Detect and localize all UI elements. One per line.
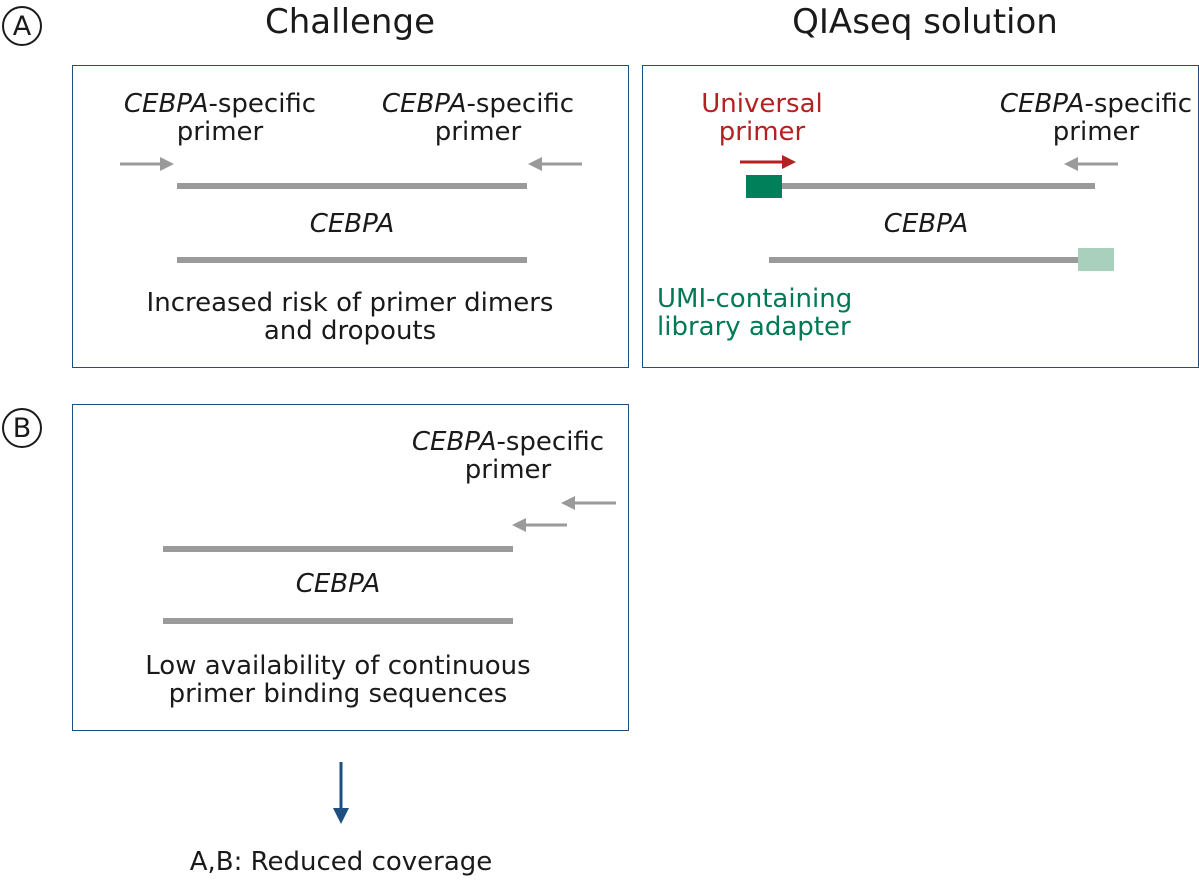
- panel-b-strand-top: [163, 546, 513, 552]
- forward-primer-arrow: [120, 157, 174, 171]
- solution-strand-top: [782, 183, 1095, 189]
- panel-a-label: A: [2, 6, 42, 46]
- solution-strand-bottom: [769, 257, 1078, 263]
- right-primer-label: CEBPA-specific primer: [381, 89, 575, 147]
- panel-b-gene-label: CEBPA: [295, 569, 381, 599]
- panel-b-label: B: [2, 408, 42, 448]
- challenge-box: [72, 65, 629, 368]
- down-arrow: [333, 762, 349, 824]
- panel-b-note: Low availability of continuous primer bi…: [145, 651, 531, 709]
- panel-b-box: [72, 404, 629, 731]
- solution-reverse-primer-arrow: [1064, 157, 1118, 171]
- challenge-heading: Challenge: [265, 2, 435, 42]
- challenge-note: Increased risk of primer dimers and drop…: [146, 288, 554, 346]
- panel-b-primer-label: CEBPA-specific primer: [411, 427, 605, 485]
- panel-b-arrow-outer: [561, 496, 616, 510]
- adapter-complement-block: [1078, 248, 1114, 271]
- umi-adapter-block: [746, 175, 782, 198]
- panel-b-arrow-inner: [512, 518, 567, 532]
- solution-right-primer-label: CEBPA-specific primer: [999, 89, 1193, 147]
- gene-label: CEBPA: [309, 209, 395, 239]
- adapter-label: UMI-containing library adapter: [657, 284, 853, 342]
- left-primer-label: CEBPA-specific primer: [123, 89, 317, 147]
- universal-primer-arrow: [740, 155, 796, 169]
- universal-primer-label: Universal primer: [701, 89, 823, 147]
- conclusion-text: A,B: Reduced coverage: [189, 847, 493, 877]
- dna-strand-bottom: [177, 257, 527, 263]
- dna-strand-top: [177, 183, 527, 189]
- solution-gene-label: CEBPA: [883, 209, 969, 239]
- solution-heading: QIAseq solution: [792, 2, 1058, 42]
- panel-b-strand-bottom: [163, 618, 513, 624]
- reverse-primer-arrow: [528, 157, 582, 171]
